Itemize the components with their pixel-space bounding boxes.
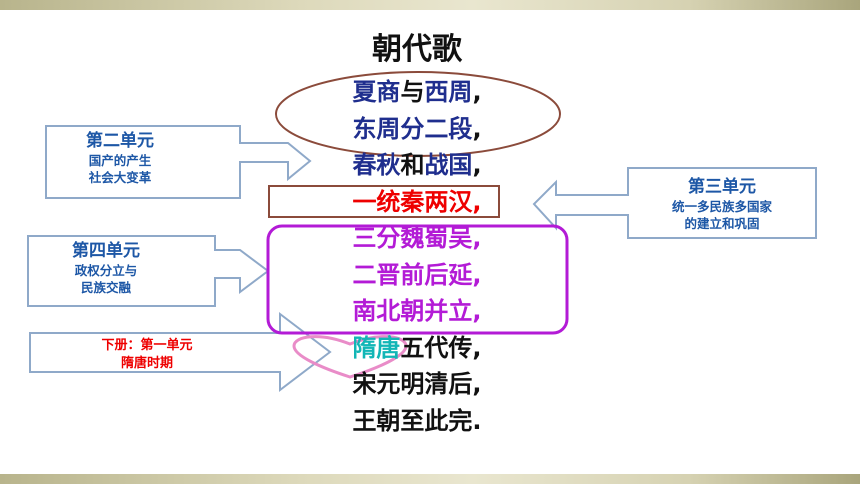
poem-line-1-part-4: , [472, 78, 482, 106]
poem-line-9: 宋元明清后, [352, 370, 482, 398]
poem-line-1-part-3: 西周 [424, 78, 473, 106]
poem-line-8: 隋唐五代传, [324, 330, 510, 367]
poem-line-10: 王朝至此完. [352, 406, 482, 435]
qin-han-highlight-box [268, 185, 500, 218]
poem-line-1: 夏商与西周, [324, 74, 510, 111]
poem-line-2: 东周分二段, [324, 111, 510, 148]
poem-line-5: 三分魏蜀吴, [352, 224, 482, 252]
poem-line-8-part-1: 隋唐 [352, 333, 401, 362]
poem-line-3-part-2: 和 [400, 151, 425, 179]
unit2-arrow-callout [45, 125, 312, 199]
unit4-title: 第四单元 [72, 241, 140, 261]
unit4-callout: 第四单元 政权分立与 民族交融 [30, 240, 182, 297]
poem-line-4: 一统秦两汉, [352, 187, 482, 216]
poem-line-2-part-1: 东周分二段 [352, 114, 473, 143]
top-decorative-band [0, 0, 860, 10]
unit3-arrow-callout [532, 167, 817, 239]
bottom-decorative-band [0, 474, 860, 484]
vol2-sub1: 下册：第一单元 [101, 338, 193, 353]
unit2-callout: 第二单元 国产的产生 社会大变革 [46, 130, 194, 187]
vol2-callout: 下册：第一单元 隋唐时期 [34, 337, 260, 372]
poem-line-3-part-1: 春秋 [352, 151, 401, 179]
unit2-sub1: 国产的产生 [88, 152, 152, 168]
unit3-callout: 第三单元 统一多民族多国家 的建立和巩固 [630, 176, 814, 233]
heart-highlight [292, 335, 408, 379]
unit3-sub2: 的建立和巩固 [684, 215, 760, 231]
purple-highlight-box [266, 224, 569, 335]
unit2-sub2: 社会大变革 [88, 169, 152, 185]
poem-line-7: 南北朝并立, [352, 297, 482, 325]
poem-line-3-part-3: 战国 [424, 151, 473, 179]
poem-line-8-part-2: 五代传, [400, 333, 482, 362]
poem-line-1-part-2: 与 [400, 78, 425, 106]
unit3-sub1: 统一多民族多国家 [671, 198, 772, 214]
vol2-sub2: 隋唐时期 [120, 355, 173, 371]
unit4-sub1: 政权分立与 [74, 262, 138, 278]
poem-line-2-part-2: , [472, 114, 482, 143]
unit4-arrow-callout [27, 235, 270, 307]
poem-title: 朝代歌 [372, 32, 462, 67]
poem-line-3-part-4: , [472, 151, 482, 179]
vol2-arrow-callout [29, 311, 332, 393]
unit3-title: 第三单元 [688, 177, 756, 197]
unit4-sub2: 民族交融 [80, 279, 131, 295]
poem-line-1-part-1: 夏商 [352, 78, 401, 106]
poem-line-3: 春秋和战国, [324, 147, 510, 184]
unit2-title: 第二单元 [86, 131, 154, 151]
ellipse-highlight [275, 71, 561, 157]
dynasty-poem: 朝代歌 夏商与西周, 东周分二段, 春秋和战国, 一统秦两汉, 三分魏蜀吴, 二… [324, 30, 510, 439]
poem-line-6: 二晋前后延, [352, 260, 482, 289]
